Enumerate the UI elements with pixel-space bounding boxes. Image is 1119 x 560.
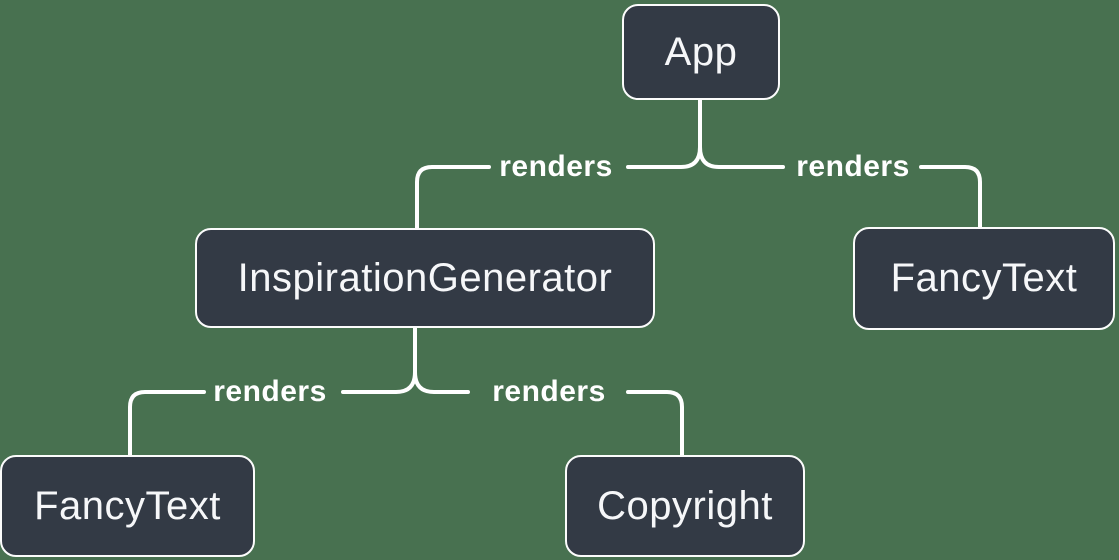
node-fancytext-bottom-left-label: FancyText [34, 483, 221, 528]
connector-inspirationgenerator-to-copyright [626, 390, 684, 457]
connector-app-fork-right [698, 98, 785, 169]
edge-label-inspirationgenerator-renders-fancytext: renders [213, 375, 327, 408]
node-fancytext-bottom-left: FancyText [0, 455, 255, 557]
connector-inspirationgenerator-fork-right [413, 326, 470, 394]
node-copyright-label: Copyright [597, 483, 773, 528]
connector-inspirationgenerator-fork-left [341, 326, 417, 394]
connector-app-to-inspirationgenerator [415, 165, 491, 230]
node-inspiration-generator: InspirationGenerator [195, 228, 655, 328]
node-fancytext-top-right-label: FancyText [890, 256, 1078, 300]
edge-label-inspirationgenerator-renders-copyright: renders [492, 375, 606, 408]
node-copyright: Copyright [565, 455, 805, 557]
connector-app-fork-left [626, 98, 702, 169]
node-app: App [622, 4, 780, 100]
edge-label-app-renders-fancytext: renders [796, 150, 910, 183]
connector-app-to-fancytext [919, 165, 982, 229]
node-inspiration-generator-label: InspirationGenerator [237, 255, 613, 300]
node-fancytext-top-right: FancyText [853, 227, 1115, 330]
connector-inspirationgenerator-to-fancytext [128, 390, 206, 457]
edge-label-app-renders-inspirationgenerator: renders [499, 150, 613, 183]
node-app-label: App [664, 29, 738, 74]
